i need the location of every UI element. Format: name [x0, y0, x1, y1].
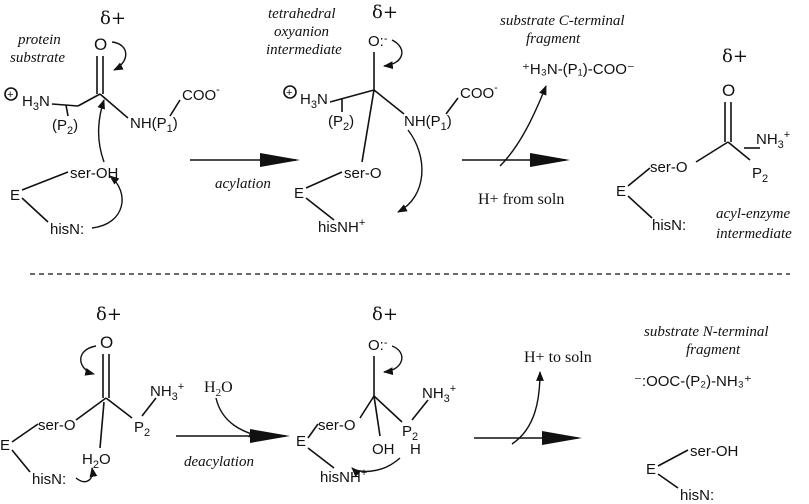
enzyme-label-2: E: [294, 185, 304, 202]
p2-label: (P2): [52, 117, 78, 137]
acyl-enzyme-label-1: acyl-enzyme: [716, 206, 790, 222]
acyl-p2-label: P2: [752, 165, 768, 185]
tetrahedral-label-3: intermediate: [266, 42, 342, 58]
acyl-oxygen: O: [722, 81, 735, 100]
deacylation-label: deacylation: [184, 454, 254, 470]
nh-p1-label-2: NH(P1): [404, 113, 452, 133]
his-nh-label: hisNH+: [318, 217, 365, 236]
ser-o-bottom-2-label: ser-O: [318, 417, 356, 434]
svg-text:+: +: [7, 89, 13, 101]
regen-ser-oh-label: ser-OH: [690, 443, 738, 460]
water-attacking: H2O: [82, 451, 111, 471]
tetrahedral-intermediate-structure: tetrahedral oxyanion intermediate δ+ O:-…: [266, 2, 498, 236]
nh3-bottom-label: NH3+: [150, 381, 184, 403]
oxyanion-bottom-label: O:-: [368, 337, 388, 354]
amine-h3n: H3N: [22, 93, 50, 113]
svg-text:+: +: [286, 87, 292, 99]
enzyme-label: E: [10, 187, 20, 204]
carbonyl-oxygen: O: [94, 35, 107, 54]
c-terminal-fragment: substrate C-terminal fragment ⁺H₃N-(P₁)-…: [500, 13, 635, 78]
c-terminal-formula: ⁺H₃N-(P₁)-COO⁻: [522, 61, 635, 78]
his-nh-bottom-label: hisNH+: [320, 467, 367, 486]
c-terminal-release-arrow: H+ from soln: [462, 85, 570, 208]
his-n-bottom-label: hisN:: [32, 471, 66, 488]
acyl-enzyme-water-structure: δ+ O P2 NH3+ ser-O E hisN: H2O: [0, 304, 184, 488]
acyl-enzyme-structure: δ+ O NH3+ P2 ser-O E hisN: acyl-enzyme i…: [616, 46, 792, 242]
p2-bottom-2-label: P2: [402, 423, 418, 443]
c-terminal-label-1: substrate C-terminal: [500, 13, 625, 29]
acyl-nh3-label: NH3+: [756, 129, 790, 151]
ser-o-label: ser-O: [344, 165, 382, 182]
n-terminal-label-2: fragment: [686, 342, 741, 358]
tetrahedral-label-1: tetrahedral: [268, 6, 336, 22]
enzyme-bottom-label: E: [0, 437, 10, 454]
oxyanion-label: O:-: [368, 33, 388, 50]
protein-substrate-label-1: protein: [17, 32, 61, 48]
c-terminal-label-2: fragment: [526, 31, 581, 47]
n-terminal-fragment: substrate N-terminal fragment ⁻:OOC-(P₂)…: [634, 324, 769, 390]
acylation-reaction-arrow: acylation: [190, 153, 300, 192]
h-plus-to-soln-label: H+ to soln: [524, 349, 592, 366]
acyl-ser-o-label: ser-O: [650, 159, 688, 176]
coo-label-2: COO-: [460, 82, 498, 102]
nh-p1-label: NH(P1): [130, 115, 178, 135]
nh3-bottom-2-label: NH3+: [422, 383, 456, 405]
water-reagent-label: H2O: [204, 379, 233, 399]
p2-label-2: (P2): [328, 113, 354, 133]
acylation-label: acylation: [215, 176, 271, 192]
delta-plus-3: δ+: [722, 46, 748, 67]
h-plus-from-soln-label: H+ from soln: [478, 191, 564, 208]
oh-label: OH: [372, 441, 395, 458]
regen-enzyme-label: E: [646, 461, 656, 478]
regenerated-enzyme: ser-OH E hisN:: [646, 443, 738, 504]
n-terminal-formula: ⁻:OOC-(P₂)-NH₃⁺: [634, 373, 752, 390]
tetrahedral-label-2: oxyanion: [274, 24, 329, 40]
delta-plus-2: δ+: [372, 2, 398, 23]
deacylation-tetrahedral-structure: δ+ O:- P2 NH3+ OH H ser-O E hisNH+: [296, 304, 456, 486]
enzyme-bottom-2-label: E: [296, 433, 306, 450]
acyl-his-n-label: hisN:: [652, 217, 686, 234]
deacylation-reaction-arrow: H2O deacylation: [176, 379, 290, 470]
coo-label: COO-: [182, 84, 220, 104]
his-n-label: hisN:: [50, 221, 84, 238]
carbonyl-oxygen-2: O: [100, 333, 113, 352]
delta-plus-4: δ+: [96, 304, 122, 325]
h-label: H: [410, 441, 421, 458]
acyl-enzyme-e: E: [616, 183, 626, 200]
acyl-enzyme-label-2: intermediate: [716, 226, 792, 242]
amine-h3n-2: H3N: [300, 91, 328, 111]
n-terminal-release-arrow: H+ to soln: [474, 349, 592, 445]
ser-o-bottom-label: ser-O: [38, 417, 76, 434]
delta-plus-1: δ+: [100, 8, 126, 29]
delta-plus-5: δ+: [372, 304, 398, 325]
regen-his-n-label: hisN:: [680, 487, 714, 504]
charge-circle: [4, 87, 18, 101]
protein-substrate-label-2: substrate: [10, 50, 65, 66]
p2-bottom-label: P2: [134, 419, 150, 439]
protein-substrate-structure: protein substrate δ+ O + H3N (P2) NH(P1)…: [4, 8, 220, 238]
n-terminal-label-1: substrate N-terminal: [644, 324, 769, 340]
ser-oh-label: ser-OH: [70, 165, 118, 182]
